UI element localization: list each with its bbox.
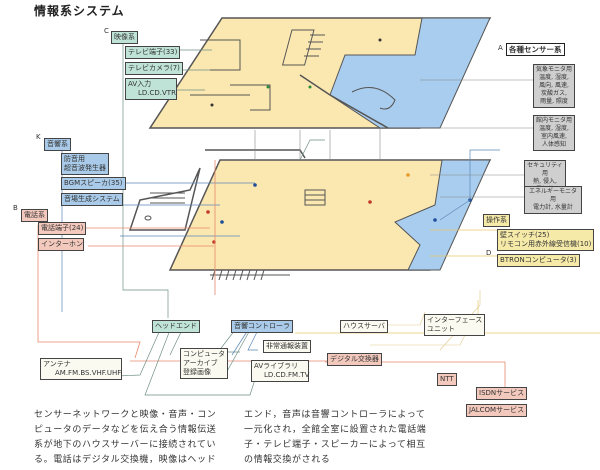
antenna-box: アンテナ AM.FM.BS.VHF.UHF <box>40 358 122 380</box>
marker-a: A <box>498 44 503 52</box>
marker-b: B <box>13 204 18 212</box>
caption-right: エンド，音声は音響コントローラによって 一元化され，全館全室に設置された電話端 … <box>244 410 427 465</box>
tv-terminal-box: テレビ端子(33) <box>125 46 181 59</box>
marker-d: D <box>486 249 492 257</box>
btron-computer-box: BTRONコンピュータ(3) <box>497 254 580 267</box>
bgm-speaker-box: BGMスピーカ(35) <box>61 177 126 190</box>
phone-system-header: 電話系 <box>21 209 48 222</box>
video-system-header: 映像系 <box>111 31 138 44</box>
head-end-box: ヘッドエンド <box>152 320 200 333</box>
audio-system-header: 音響系 <box>44 138 71 151</box>
building-monitor-box: 館内モニタ用 温度, 湿度, 室内風速, 人体感知 <box>533 115 575 151</box>
digital-exchange-box: デジタル交換器 <box>327 353 382 366</box>
av-input-label: AV入力 <box>128 80 152 88</box>
ultrasonic-label-1: 防音用 <box>64 155 85 163</box>
intercom-box: インターホン <box>38 238 84 251</box>
energy-monitor-box: エネルギーモニタ用 電力計, 水量計 <box>524 186 582 214</box>
jalcom-service-box: JALCOMサービス <box>466 404 528 417</box>
weather-monitor-box: 気象モニタ用 温度, 湿度, 風向, 風速, 炭酸ガス, 雨量, 照度 <box>533 64 575 108</box>
house-server-box: ハウスサーバ <box>340 320 388 333</box>
ultrasonic-label-2: 超音波発生器 <box>64 164 106 172</box>
sound-field-system-box: 音場生成システム <box>61 193 123 206</box>
av-input-sources: LD.CD.VTR <box>138 89 176 97</box>
emergency-broadcast-box: 非常通報装置 <box>263 340 311 353</box>
phone-terminal-box: 電話端子(24) <box>38 222 87 235</box>
upper-floor-plan <box>148 17 492 129</box>
caption-left: センサーネットワークと映像・音声・コン ピュータのデータなどを伝え合う情報伝送 … <box>34 410 217 465</box>
marker-c: C <box>104 27 109 35</box>
marker-k: K <box>36 133 41 141</box>
ntt-box: NTT <box>437 373 457 386</box>
ultrasonic-generator-box: 防音用 超音波発生器 <box>61 153 109 175</box>
interface-unit-box: インターフェース ユニット <box>424 314 486 336</box>
lower-floor-plan <box>128 149 492 281</box>
computer-archive-box: コンピュータ アーカイブ 登録画像 <box>180 348 228 379</box>
wall-switch-box: 壁スイッチ(25) リモコン用赤外線受信機(10) <box>497 229 595 251</box>
av-input-box: AV入力 LD.CD.VTR <box>125 78 177 100</box>
control-system-header: 操作系 <box>483 214 510 227</box>
tv-camera-box: テレビカメラ(7) <box>125 62 183 75</box>
audio-controller-box: 音響コントローラ <box>231 320 293 333</box>
page-title: 情報系システム <box>34 4 125 18</box>
isdn-service-box: ISDNサービス <box>476 387 528 400</box>
av-library-box: AVライブラリ LD.CD.FM.TV <box>251 360 309 382</box>
sensor-system-header: 各種センサー系 <box>506 43 565 56</box>
